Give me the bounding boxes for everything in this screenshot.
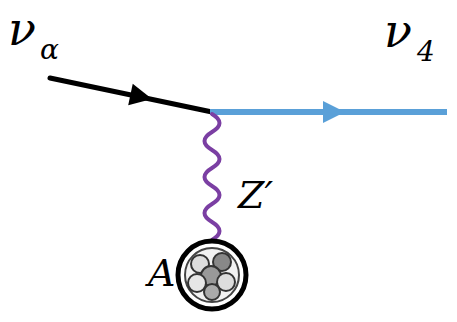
subscript: α	[40, 36, 59, 64]
particle-symbol: Z′	[238, 176, 273, 214]
nucleus-symbol	[178, 241, 246, 309]
subscript: 4	[417, 38, 435, 66]
particle-symbol: ν	[384, 8, 412, 54]
incoming-neutrino-line	[50, 78, 212, 112]
nucleus-label: A	[148, 254, 175, 292]
z-prime-propagator	[205, 114, 220, 240]
arrowhead	[128, 84, 154, 110]
particle-symbol: ν	[8, 6, 36, 52]
arrowhead	[323, 101, 345, 123]
